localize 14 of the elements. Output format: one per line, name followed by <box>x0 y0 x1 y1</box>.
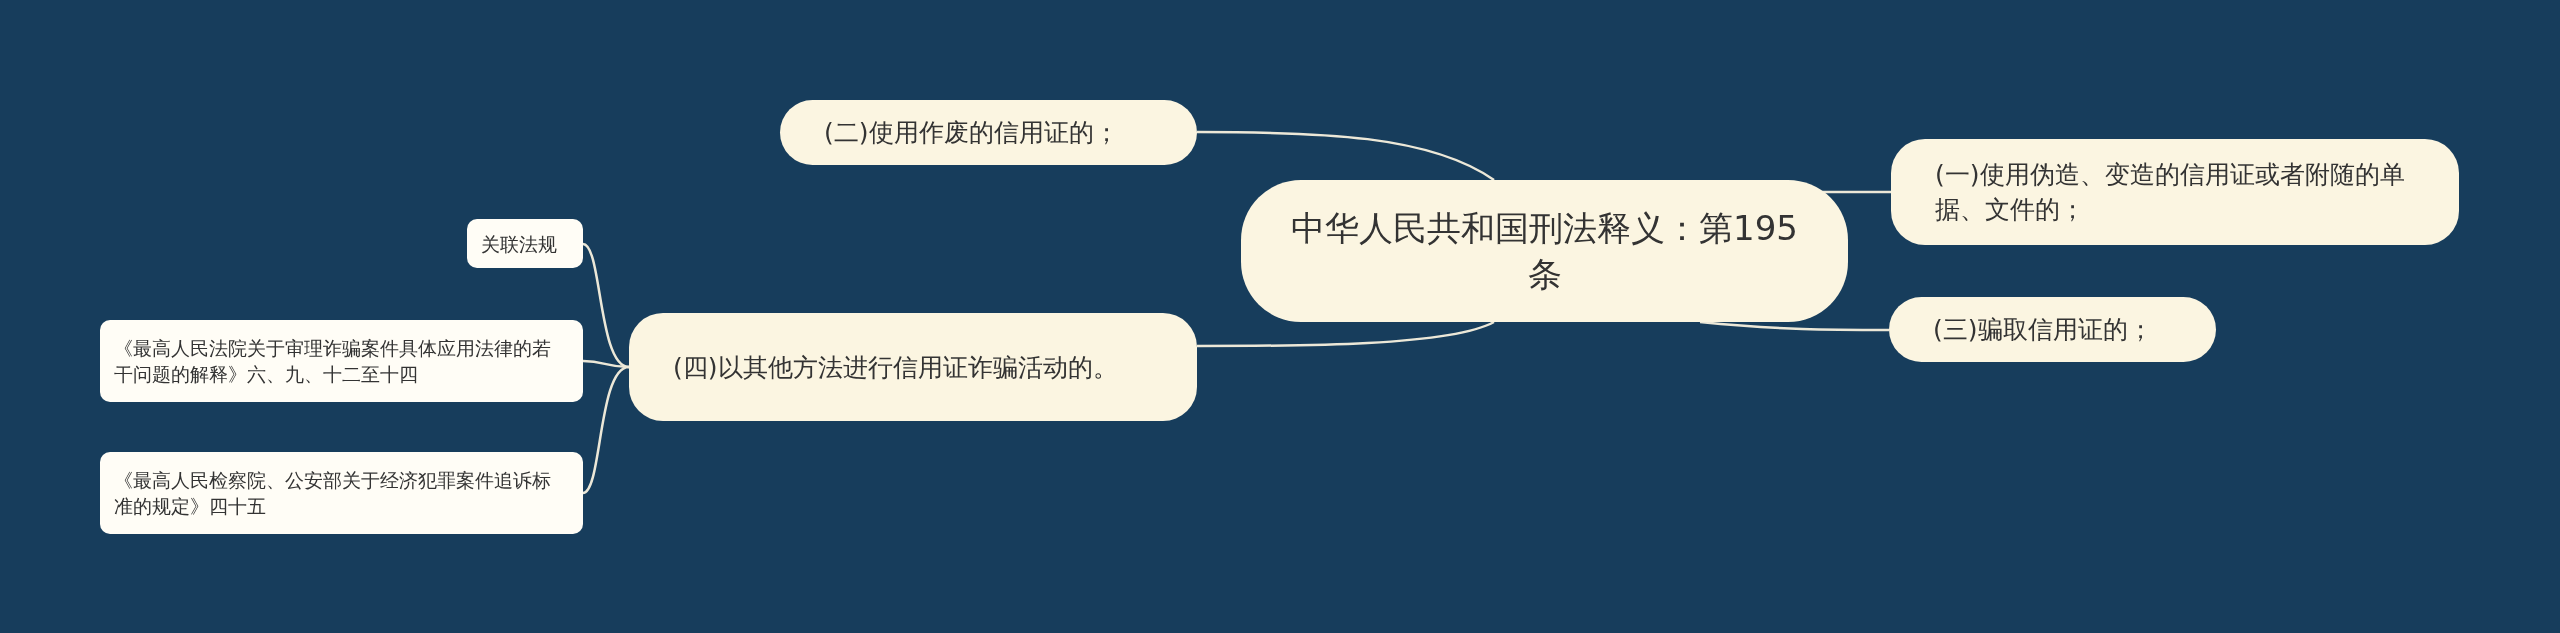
connector-line <box>1822 190 1891 194</box>
connector-line <box>582 242 630 369</box>
leaf-box: 关联法规 <box>467 219 583 268</box>
subtopic-box: (二)使用作废的信用证的； <box>780 100 1197 165</box>
connector-line <box>582 365 630 495</box>
subtopic-box: (四)以其他方法进行信用证诈骗活动的。 <box>629 313 1197 421</box>
leaf-box: 《最高人民法院关于审理诈骗案件具体应用法律的若干问题的解释》六、九、十二至十四 <box>100 320 583 402</box>
subtopic-box: (一)使用伪造、变造的信用证或者附随的单据、文件的； <box>1891 139 2459 245</box>
topic-box: 中华人民共和国刑法释义：第195条 <box>1241 180 1848 322</box>
leaf-box: 《最高人民检察院、公安部关于经济犯罪案件追诉标准的规定》四十五 <box>100 452 583 534</box>
connector-line <box>1197 130 1495 182</box>
connector-line <box>1197 320 1495 348</box>
subtopic-box: (三)骗取信用证的； <box>1889 297 2216 362</box>
connector-line <box>1699 320 1889 332</box>
